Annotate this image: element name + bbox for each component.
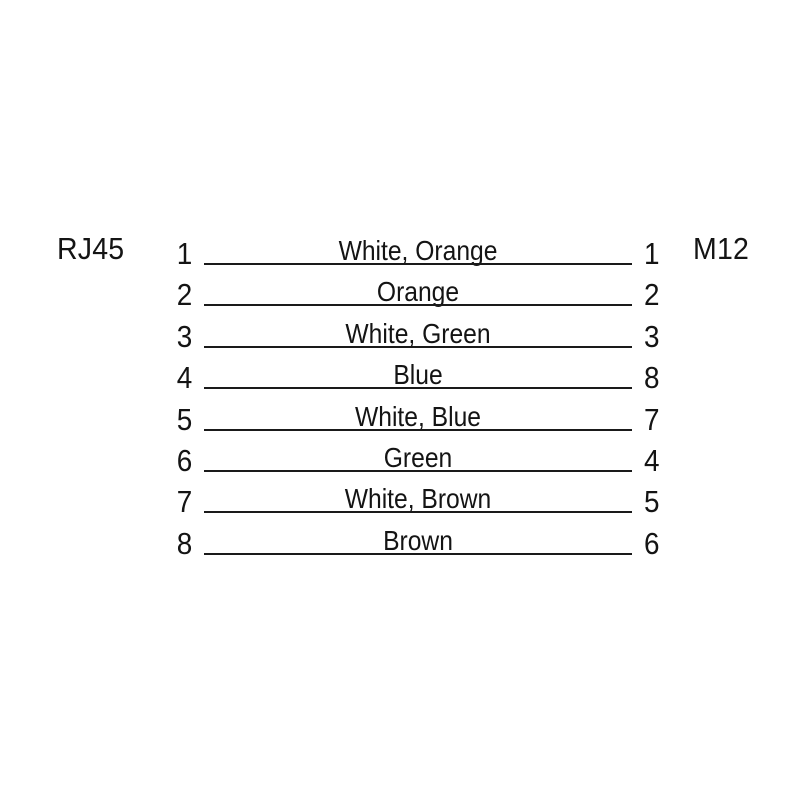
wire-color-label: White, Blue [354,400,481,432]
left-pin-number: 2 [176,277,192,313]
left-pin-number: 3 [176,318,192,354]
right-connector-label: M12 [693,231,750,266]
wire-color-label: Orange [376,276,460,308]
left-pin-number: 8 [176,525,192,561]
right-pin-number: 1 [644,236,660,271]
wire-connection-line [204,470,632,472]
wire-connection-line [204,263,632,265]
left-connector-label: RJ45 [57,231,125,266]
left-pin-number: 7 [176,484,192,520]
wire-color-label: White, Orange [338,235,498,266]
right-pin-number: 8 [644,360,660,396]
right-pin-number: 7 [644,401,660,437]
left-pin-number: 6 [176,443,192,478]
wire-color-label: Brown [383,524,453,556]
left-pin-number: 1 [176,236,192,271]
wire-color-label: White, Brown [344,483,492,515]
left-pin-number: 4 [176,360,192,396]
wire-connection-line [204,304,632,307]
left-pin-number: 5 [176,401,192,437]
right-pin-number: 2 [644,277,660,313]
wire-connection-line [204,552,632,555]
wire-connection-line [204,387,632,390]
wire-color-label: Blue [393,359,443,391]
wire-connection-line [204,345,632,348]
right-pin-number: 4 [644,443,660,478]
wire-color-label: White, Green [345,317,491,349]
right-pin-number: 6 [644,525,660,561]
wire-connection-line [204,428,632,431]
right-pin-number: 3 [644,318,660,354]
wire-color-label: Green [383,442,453,473]
wire-connection-line [204,511,632,514]
right-pin-number: 5 [644,484,660,520]
